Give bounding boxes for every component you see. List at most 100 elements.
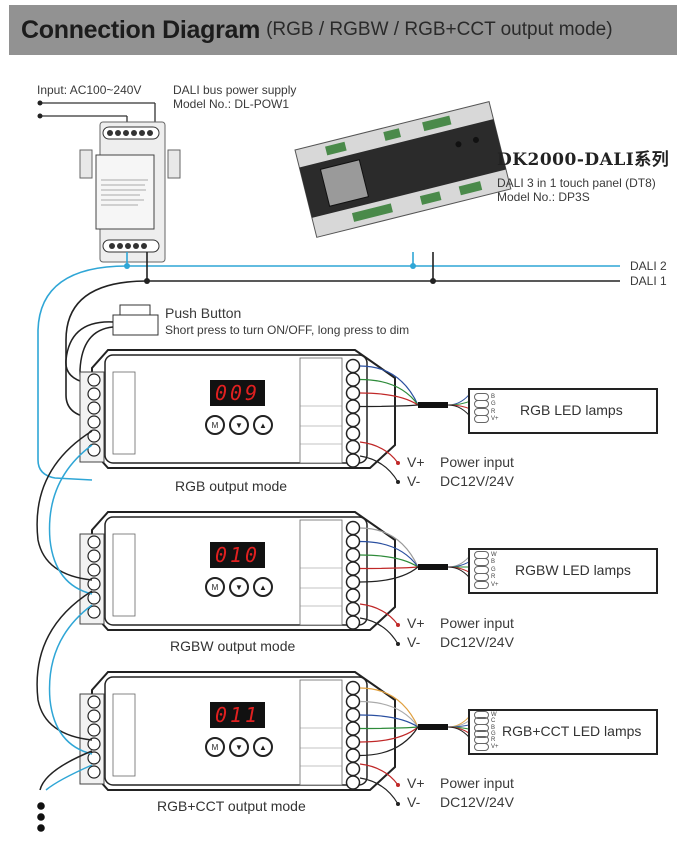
up-button[interactable]: ▲	[253, 737, 273, 757]
ac-input-dot-1	[37, 100, 43, 106]
junction-dot	[124, 263, 130, 269]
junction-dot	[144, 278, 150, 284]
output-terminal-screw	[345, 588, 361, 603]
output-terminal-screw	[345, 615, 361, 630]
power-input-title: Power input	[440, 454, 514, 470]
terminal-screw	[87, 549, 101, 563]
power-supply-device	[79, 121, 181, 263]
vplus-label: V+	[407, 615, 425, 631]
terminal-screw	[87, 373, 101, 387]
power-supply-model: Model No.: DL-POW1	[173, 97, 290, 111]
terminal-screw	[87, 737, 101, 751]
mode-label: RGB output mode	[175, 478, 288, 494]
lamp-title: RGBW LED lamps	[515, 562, 631, 578]
touch-panel-series: DK2000-DALI系列	[497, 150, 670, 170]
page-subtitle: (RGB / RGBW / RGB+CCT output mode)	[266, 19, 613, 40]
lamp-cable	[418, 564, 448, 570]
ac-input-dot-2	[37, 113, 43, 119]
terminal-label-table	[112, 533, 136, 617]
header-bar: Connection Diagram (RGB / RGBW / RGB+CCT…	[9, 5, 677, 55]
output-terminal-screw	[345, 426, 361, 441]
output-wire	[359, 687, 419, 728]
output-label-table	[299, 519, 343, 626]
output-wire	[359, 566, 419, 570]
terminal-screw	[87, 605, 101, 619]
down-button[interactable]: ▼	[229, 415, 249, 435]
output-wire	[359, 540, 419, 568]
terminal-screw	[87, 443, 101, 457]
push-button-description: Short press to turn ON/OFF, long press t…	[165, 323, 410, 337]
vplus-wire	[359, 441, 399, 464]
output-wire	[359, 392, 419, 406]
controller-device	[79, 349, 473, 484]
output-wire	[359, 700, 419, 728]
output-label-table	[299, 357, 343, 464]
output-wire	[359, 404, 419, 408]
output-terminal-screw	[345, 601, 361, 617]
lamp-title: RGB+CCT LED lamps	[502, 723, 642, 739]
output-wire	[359, 726, 419, 757]
down-button[interactable]: ▼	[229, 737, 249, 757]
output-wire	[359, 714, 419, 728]
dali1-bus-wire	[65, 280, 620, 419]
dali1-label: DALI 1	[630, 274, 667, 288]
mode-button[interactable]: M	[205, 737, 225, 757]
lamp-cable	[418, 402, 448, 408]
junction-dot	[410, 263, 416, 269]
output-label-table	[299, 679, 343, 786]
lamp-pins: W C B G R V+	[474, 711, 499, 751]
junction-dot	[430, 278, 436, 284]
lamp-box: W B G R V+ RGBW LED lamps	[468, 548, 658, 594]
output-terminal-screw	[345, 439, 361, 455]
power-input-spec: DC12V/24V	[440, 473, 514, 489]
output-wire	[359, 527, 419, 568]
output-wire	[359, 726, 419, 743]
vminus-label: V-	[407, 473, 421, 489]
touch-panel-model: Model No.: DP3S	[497, 190, 590, 204]
output-terminal-screw	[345, 574, 361, 590]
push-button-title: Push Button	[165, 305, 242, 321]
output-terminal-screw	[345, 734, 361, 750]
controller-display: 009	[210, 380, 265, 406]
terminal-screw	[87, 577, 101, 591]
vminus-wire	[359, 617, 399, 645]
output-terminal-screw	[345, 453, 361, 468]
up-button[interactable]: ▲	[253, 415, 273, 435]
touch-panel-name: DALI 3 in 1 touch panel (DT8)	[497, 176, 656, 190]
output-wire	[359, 726, 419, 730]
up-button[interactable]: ▲	[253, 577, 273, 597]
output-wire	[359, 566, 419, 583]
touch-panel-device	[294, 101, 512, 238]
dali2-bus-wire	[37, 265, 620, 481]
terminal-screw	[87, 751, 101, 765]
terminal-screw	[87, 415, 101, 429]
vplus-wire	[359, 603, 399, 626]
dali-bus-lines	[37, 252, 620, 481]
lamp-box: B G R V+ RGB LED lamps	[468, 388, 658, 434]
terminal-screw	[87, 535, 101, 549]
vplus-label: V+	[407, 454, 425, 470]
output-terminal-screw	[345, 761, 361, 777]
chain-wires	[36, 430, 93, 791]
page-title: Connection Diagram	[21, 15, 261, 44]
lamp-cable	[418, 724, 448, 730]
down-button[interactable]: ▼	[229, 577, 249, 597]
power-input-spec: DC12V/24V	[440, 634, 514, 650]
terminal-label-table	[112, 693, 136, 777]
output-terminal-screw	[345, 412, 361, 428]
output-terminal-screw	[345, 775, 361, 790]
power-input-spec: DC12V/24V	[440, 794, 514, 810]
vminus-wire	[359, 455, 399, 483]
terminal-screw	[87, 591, 101, 605]
mode-button[interactable]: M	[205, 577, 225, 597]
power-supply-name: DALI bus power supply	[173, 83, 297, 97]
power-input-title: Power input	[440, 775, 514, 791]
output-terminal-screw	[345, 372, 361, 387]
output-terminal-screw	[345, 748, 361, 763]
output-terminal-screw	[345, 707, 361, 723]
output-wire	[359, 365, 419, 406]
lamp-pins: B G R V+	[474, 392, 499, 424]
vminus-label: V-	[407, 634, 421, 650]
mode-button[interactable]: M	[205, 415, 225, 435]
